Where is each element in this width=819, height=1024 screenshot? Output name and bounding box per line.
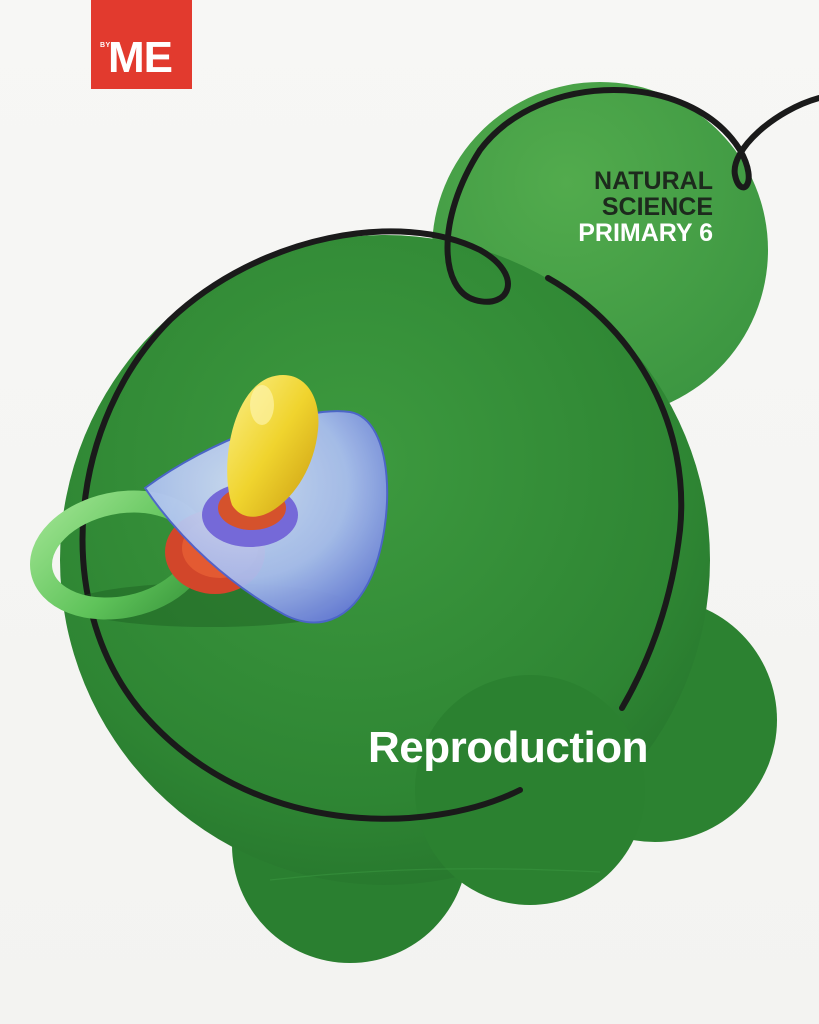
book-title: Reproduction <box>368 723 648 772</box>
logo-brand-text: ME <box>108 33 173 82</box>
green-blobs <box>60 82 777 963</box>
series-line-natural: NATURAL <box>594 167 713 195</box>
series-title: NATURAL SCIENCE PRIMARY 6 <box>578 168 713 246</box>
series-line-science: SCIENCE <box>601 193 713 221</box>
logo-by-text: BY <box>100 42 111 49</box>
texture-line <box>269 868 601 881</box>
pacifier-illustration <box>30 375 389 627</box>
swirl-line <box>79 87 819 822</box>
series-line-grade: PRIMARY 6 <box>578 219 713 247</box>
publisher-logo: BY ME <box>91 0 192 89</box>
